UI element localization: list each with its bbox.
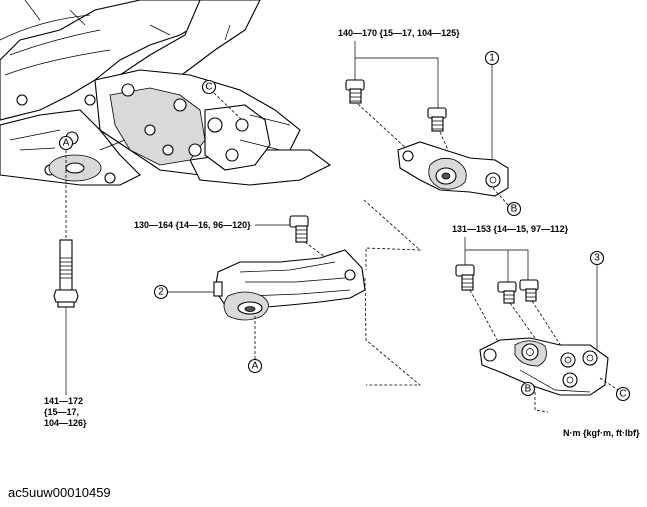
torque-label-long-bolt-line1: 141—172: [44, 396, 83, 406]
part-2-mount-arm: [213, 249, 366, 321]
svg-text:3: 3: [594, 253, 600, 264]
callout-b-upper: B: [492, 187, 522, 217]
bolt-upper-right: [427, 107, 447, 132]
svg-text:C: C: [619, 389, 626, 400]
svg-text:B: B: [511, 204, 518, 215]
bolt-right-3: [519, 279, 539, 302]
callout-part-3: 3: [589, 250, 605, 350]
callout-part-1: 1: [484, 50, 500, 160]
svg-text:C: C: [205, 82, 212, 93]
torque-label-upper-bolts: 140—170 {15—17, 104—125}: [338, 28, 460, 38]
zigzag-dashed-link: [363, 199, 422, 270]
svg-text:2: 2: [158, 287, 164, 298]
torque-label-long-bolt-line2: {15—17,: [44, 407, 79, 417]
part-1-upper-bracket: [397, 141, 509, 197]
svg-text:A: A: [252, 361, 259, 372]
torque-label-right-bolts: 131—153 {14—15, 97—112}: [452, 224, 569, 234]
callout-a-lower: A: [247, 316, 263, 374]
bolt-upper-left: [345, 79, 365, 104]
bolt-middle: [289, 215, 309, 243]
callout-a-upper: A: [58, 135, 74, 240]
part-3-lower-bracket: [479, 337, 609, 396]
torque-leader-upper: [354, 41, 439, 108]
vehicle-body-frame: [0, 0, 332, 186]
callout-c-upper: C: [201, 79, 243, 121]
bolt-right-1: [455, 264, 475, 291]
unit-note: N·m {kgf·m, ft·lbf}: [563, 428, 640, 438]
callout-b-lower: B: [520, 381, 549, 413]
image-code: ac5uuw00010459: [8, 485, 111, 500]
torque-leader-right: [464, 237, 529, 282]
torque-label-long-bolt-line3: 104—126}: [44, 418, 87, 428]
callout-part-2: 2: [153, 284, 218, 300]
callout-c-lower: C: [599, 377, 631, 402]
svg-text:A: A: [63, 138, 70, 149]
bolt-long-vertical: [53, 239, 79, 308]
svg-text:1: 1: [489, 53, 495, 64]
torque-label-middle-bolt: 130—164 {14—16, 96—120}: [134, 220, 251, 230]
svg-text:B: B: [525, 384, 532, 395]
bolt-right-2: [497, 281, 517, 304]
